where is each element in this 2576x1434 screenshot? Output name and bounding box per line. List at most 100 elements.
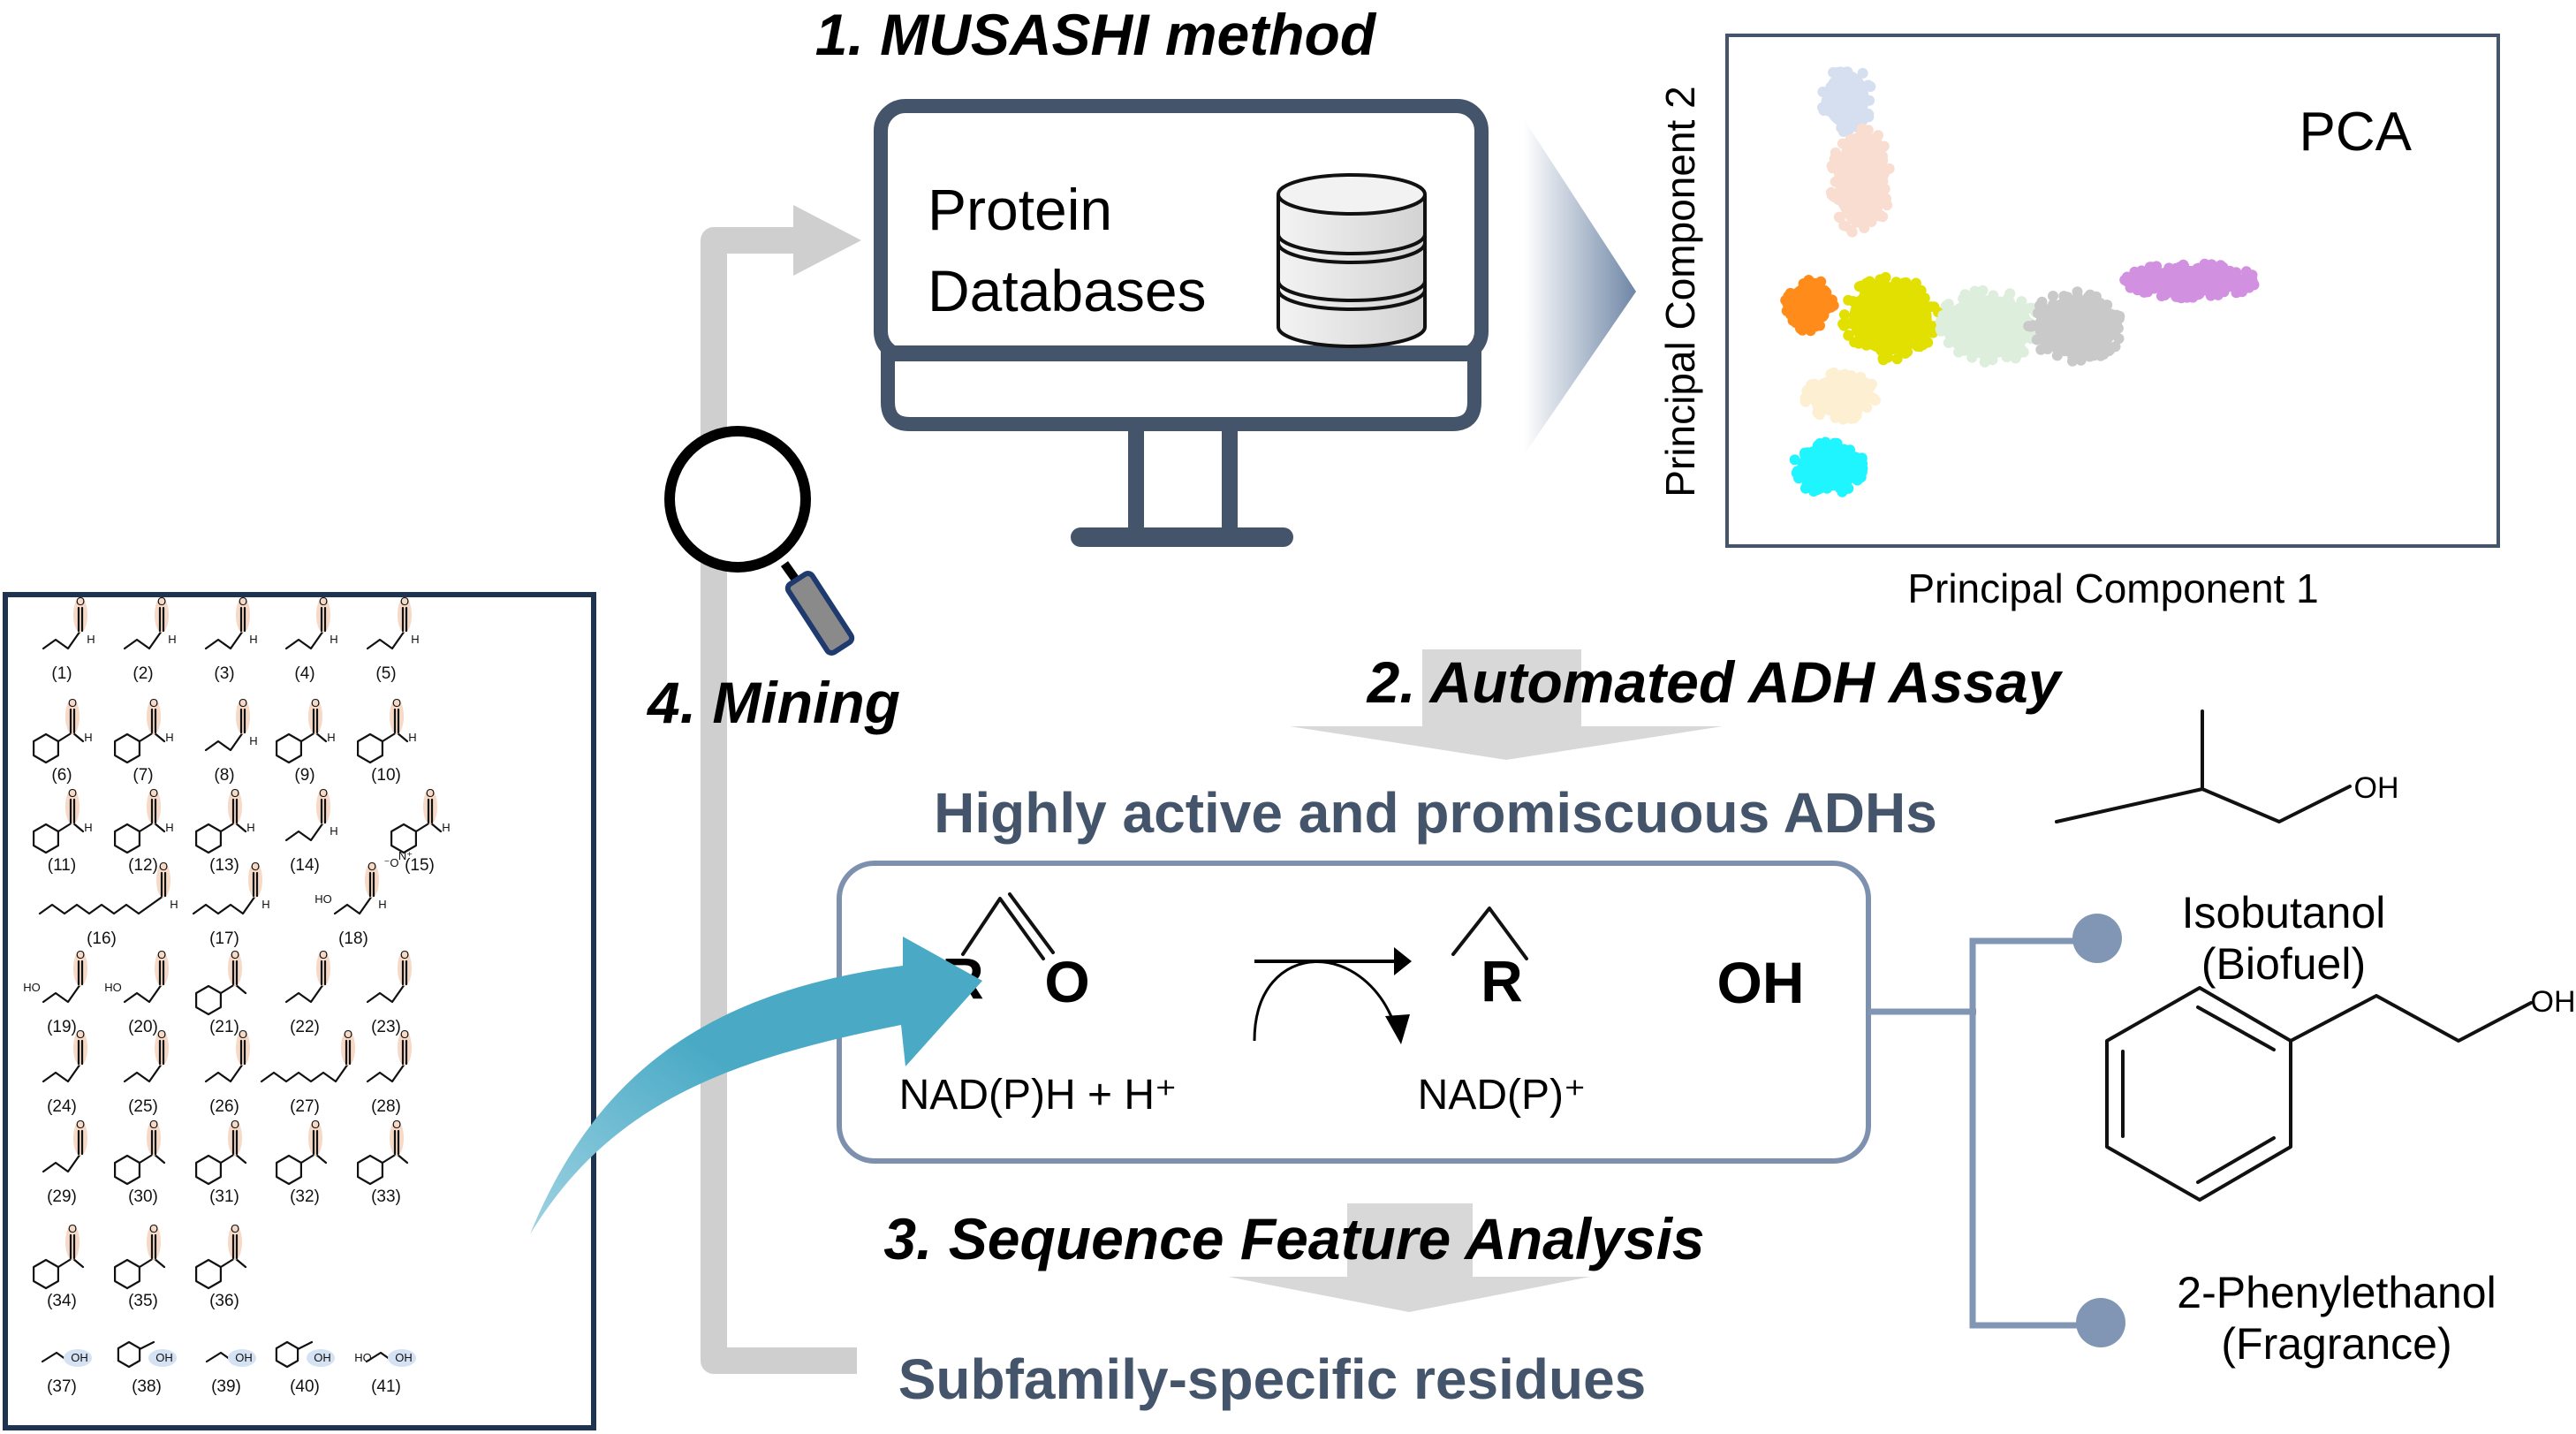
pca-title: PCA	[2299, 102, 2413, 163]
pca-point	[2139, 286, 2150, 298]
atom-label: O	[392, 696, 401, 709]
atom-label: (32)	[290, 1187, 320, 1206]
pca-point	[1852, 304, 1864, 315]
atom-label: (22)	[290, 1018, 320, 1036]
pca-point	[2042, 316, 2053, 328]
pca-cluster-cluster-peach	[1825, 123, 1895, 238]
pca-point	[2060, 326, 2071, 338]
pca-point	[2016, 296, 2027, 307]
pca-point	[1822, 303, 1833, 315]
pca-point	[2154, 272, 2164, 284]
atom-label: (33)	[371, 1187, 401, 1206]
atom-label: OH	[155, 1351, 173, 1364]
pca-point	[1825, 368, 1837, 380]
alcohol-highlight	[388, 1349, 416, 1367]
atom-label: (7)	[133, 766, 153, 785]
substrate-4: (4)OH	[284, 595, 338, 683]
pca-point	[2001, 295, 2012, 307]
pca-point	[2069, 351, 2080, 362]
pca-point	[2163, 262, 2175, 274]
pca-point	[1986, 331, 1997, 342]
alcohol-highlight	[64, 1349, 92, 1367]
atom-label: H	[327, 731, 335, 744]
cofactor-in: NAD(P)H + H⁺	[899, 1072, 1178, 1119]
atom-label: O	[76, 595, 85, 608]
pca-point	[1989, 317, 2000, 329]
monitor-icon	[874, 99, 1489, 547]
atom-label: O	[76, 1118, 85, 1131]
atom-label: (29)	[47, 1187, 77, 1206]
pca-point	[1813, 310, 1824, 322]
atom-label: O	[392, 1118, 401, 1131]
carbonyl-highlight	[228, 1120, 242, 1156]
pca-point	[1838, 220, 1850, 231]
pca-point	[2066, 302, 2078, 314]
atom-label: (9)	[294, 766, 314, 785]
substrate-15: (15)OH⁻ON⁺	[384, 786, 451, 875]
step2-title: 2. Automated ADH Assay	[1366, 649, 2064, 715]
pca-point	[2072, 292, 2083, 302]
atom-label: (6)	[51, 766, 72, 785]
pca-point	[1960, 303, 1972, 315]
pca-point	[1793, 473, 1805, 484]
pca-point	[1857, 463, 1868, 474]
carbonyl-highlight	[398, 1030, 412, 1066]
atom-label: O	[239, 595, 247, 608]
pca-point	[1832, 193, 1844, 205]
atom-label: (8)	[214, 766, 234, 785]
pca-point	[2218, 286, 2230, 298]
atom-label: (16)	[87, 929, 117, 948]
pca-chart: PCA Principal Component 1 Principal Comp…	[1657, 34, 2500, 611]
pca-point	[2062, 292, 2073, 303]
pca-point	[1873, 209, 1884, 221]
substrate-34: (34)O	[32, 1222, 85, 1310]
pca-point	[1856, 202, 1868, 214]
carbonyl-highlight	[65, 1225, 80, 1260]
monitor-text-protein: Protein	[928, 177, 1112, 242]
step4-title: 4. Mining	[646, 670, 900, 735]
substrate-26: (26)O	[204, 1028, 250, 1116]
pca-point	[1804, 476, 1815, 488]
pca-point	[1816, 294, 1828, 306]
pca-point	[1838, 309, 1850, 321]
phenylethanol-oh: OH	[2531, 985, 2576, 1019]
pca-point	[1844, 124, 1855, 135]
carbonyl-highlight	[156, 862, 170, 898]
pca-point	[1972, 287, 1982, 299]
atom-label: O	[231, 786, 239, 800]
carbonyl-highlight	[316, 951, 330, 986]
carbonyl-highlight	[236, 597, 250, 633]
atom-label: (31)	[209, 1187, 239, 1206]
atom-label: O	[251, 860, 260, 873]
carbonyl-highlight	[236, 699, 250, 734]
substrate-29: (29) O	[42, 1118, 87, 1206]
pca-point	[1862, 156, 1874, 167]
pca-point	[1940, 300, 1951, 312]
pca-point	[1808, 447, 1820, 459]
substrate-to-reaction-arrow	[530, 937, 982, 1234]
pca-point	[1902, 346, 1913, 358]
pca-point	[2104, 344, 2116, 355]
pca-cluster-cluster-cream	[1799, 367, 1881, 425]
atom-label: O	[367, 860, 376, 873]
atom-label: (40)	[290, 1377, 320, 1396]
bond	[284, 821, 325, 842]
pca-point	[1856, 178, 1868, 189]
pca-point	[1830, 412, 1841, 423]
substrate-grid: (1)OH(2)OH(3)OH(4)OH(5)OH(6)OH(7)OH(8)OH…	[23, 595, 450, 1396]
substrate-16: (16)OH	[38, 860, 178, 948]
pca-point	[2042, 341, 2053, 353]
carbonyl-highlight	[236, 1030, 250, 1066]
atom-label: O	[157, 595, 166, 608]
atom-label: H	[165, 821, 173, 834]
pca-point	[1818, 285, 1830, 296]
pca-point	[1899, 305, 1911, 316]
pca-point	[2038, 325, 2049, 337]
pca-point	[2054, 318, 2065, 330]
pca-point	[2045, 333, 2057, 345]
pca-point	[1885, 329, 1896, 340]
pca-point	[1841, 318, 1852, 329]
pca-point	[2083, 301, 2095, 313]
atom-label: OH	[235, 1351, 253, 1364]
pca-point	[1946, 309, 1958, 321]
